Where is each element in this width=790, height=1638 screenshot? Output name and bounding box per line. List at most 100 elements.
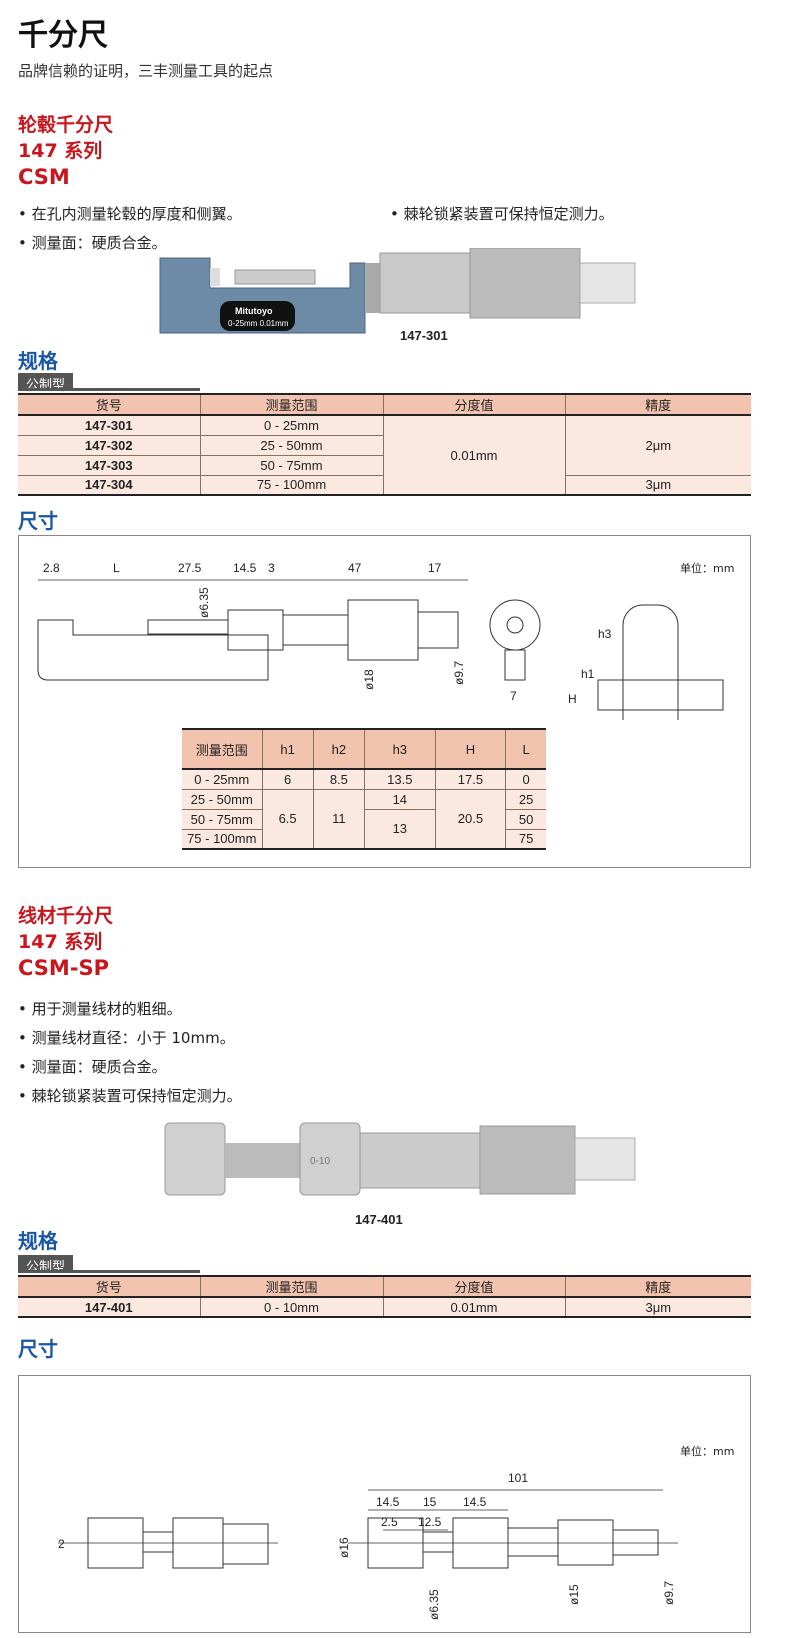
svg-text:14.5: 14.5 [376,1495,400,1509]
svg-text:H: H [568,692,577,706]
cell: 50 [505,808,546,829]
svg-text:47: 47 [348,561,362,575]
product-name: 线材千分尺 [18,905,114,927]
column-header: 精度 [564,1276,751,1298]
product-series: 147 系列 [18,140,103,162]
cell: 11 [312,788,365,849]
cell: 0 - 10mm [199,1296,383,1317]
svg-text:2.8: 2.8 [43,561,60,575]
cell: 20.5 [434,788,506,849]
svg-text:ø9.7: ø9.7 [452,661,466,685]
svg-text:L: L [113,561,120,575]
column-header: 货号 [18,394,200,416]
cell: 75 [505,828,546,849]
column-header: h1 [261,729,314,770]
hub-micrometer-drawing: 2.8 L 27.5 14.5 3 47 17 ø6.35 ø18 ø9.7 7… [37,561,724,720]
cell: 3μm [564,474,751,495]
page-subtitle: 品牌信赖的证明，三丰测量工具的起点 [18,62,274,80]
column-header: L [505,729,546,770]
feature-item: • 棘轮锁紧装置可保持恒定测力。 [390,205,614,223]
column-header: 精度 [564,394,751,416]
svg-text:14.5: 14.5 [233,561,257,575]
spec-title: 规格 [18,349,58,373]
cell: 13.5 [363,768,436,789]
svg-text:ø6.35: ø6.35 [197,587,211,618]
cell: 147-304 [18,474,200,495]
hub-micrometer-image: Mitutoyo 0-25mm 0.01mm [159,248,636,334]
wire-micrometer-drawing: 2 101 14.5 15 14.5 2.5 12.5 ø16 ø6.35 ø1… [58,1471,678,1620]
cell: 147-303 [18,454,200,475]
cell: 50 - 75mm [199,454,383,475]
image-caption: 147-401 [355,1212,403,1227]
tab-underline [18,388,200,391]
cell: 0.01mm [382,414,565,495]
feature-list: • 用于测量线材的粗细。 • 测量线材直径：小于 10mm。 • 测量面：硬质合… [18,995,242,1111]
column-header: 测量范围 [199,394,383,416]
wire-micrometer-image: 0-10 [164,1122,636,1196]
svg-text:ø9.7: ø9.7 [662,1581,676,1605]
cell: 6 [261,768,314,789]
product-model: CSM-SP [18,956,110,980]
cell: 147-301 [18,414,200,435]
product-heading: 线材千分尺 147 系列 CSM-SP [18,903,113,981]
cell: 8.5 [312,768,365,789]
cell: 13 [363,808,436,849]
feature-item: • 棘轮锁紧装置可保持恒定测力。 [18,1087,242,1105]
svg-text:7: 7 [510,689,517,703]
svg-text:ø6.35: ø6.35 [427,1589,441,1620]
svg-text:h3: h3 [598,627,612,641]
svg-text:ø18: ø18 [362,669,376,690]
feature-item: • 用于测量线材的粗细。 [18,1000,182,1018]
svg-text:15: 15 [423,1495,437,1509]
column-header: 测量范围 [182,729,262,770]
svg-text:h1: h1 [581,667,595,681]
tab-underline [18,1270,200,1273]
product-model: CSM [18,165,70,189]
table-header-row: 货号 测量范围 分度值 精度 [18,1276,751,1298]
cell: 0 - 25mm [182,768,262,789]
svg-text:101: 101 [508,1471,528,1485]
svg-text:2: 2 [58,1537,65,1551]
image-caption: 147-301 [400,328,448,343]
cell: 25 [505,788,546,809]
cell: 0.01mm [382,1296,565,1317]
page-title: 千分尺 [18,18,108,53]
svg-text:12.5: 12.5 [418,1515,442,1529]
feature-item: • 测量面：硬质合金。 [18,1058,167,1076]
column-header: H [434,729,506,770]
dimension-drawing-box [18,535,751,868]
unit-label: 单位：mm [680,1445,735,1458]
column-header: 分度值 [382,1276,565,1298]
table-header-row: 货号 测量范围 分度值 精度 [18,394,751,416]
cell: 147-401 [18,1296,200,1317]
unit-label: 单位：mm [680,562,735,575]
column-header: 分度值 [382,394,565,416]
column-header: h3 [363,729,436,770]
svg-text:3: 3 [268,561,275,575]
cell: 6.5 [261,788,314,849]
feature-item: • 测量面：硬质合金。 [18,234,167,252]
svg-text:2.5: 2.5 [381,1515,398,1529]
cell: 17.5 [434,768,506,789]
svg-text:27.5: 27.5 [178,561,202,575]
svg-text:Mitutoyo: Mitutoyo [235,306,273,316]
cell: 147-302 [18,434,200,455]
cell: 0 [505,768,546,789]
dimension-title: 尺寸 [18,509,58,533]
product-heading: 轮毂千分尺 147 系列 CSM [18,112,113,190]
svg-text:0-10: 0-10 [310,1156,330,1167]
svg-text:ø15: ø15 [567,1584,581,1605]
svg-text:14.5: 14.5 [463,1495,487,1509]
